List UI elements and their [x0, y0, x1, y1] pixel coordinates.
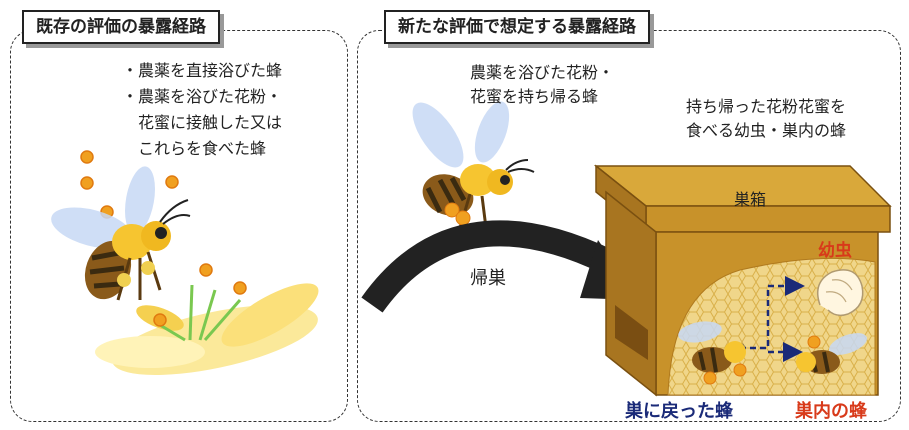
bee-icon-inhive — [796, 333, 868, 374]
flower-icon — [95, 283, 319, 376]
bee-icon-returned — [678, 321, 747, 385]
left-panel-title: 既存の評価の暴露経路 — [22, 10, 220, 44]
return-label: 帰巣 — [470, 268, 506, 289]
forager-line-2: 花蜜を持ち帰る蜂 — [470, 87, 599, 106]
bee-icon-forager — [412, 101, 535, 229]
existing-exposure-line-2: ・農薬を浴びた花粉・ — [122, 87, 283, 106]
inhive-line-1: 持ち帰った花粉花蜜を — [686, 97, 847, 116]
right-panel-title: 新たな評価で想定する暴露経路 — [384, 10, 650, 44]
existing-exposure-line-1: ・農薬を直接浴びた蜂 — [122, 61, 283, 80]
existing-exposure-line-4: これらを食べた蜂 — [138, 139, 267, 158]
forager-line-1: 農薬を浴びた花粉・ — [470, 63, 615, 82]
in-hive-flow-arrows — [740, 276, 805, 362]
hive-label: 巣箱 — [734, 190, 767, 209]
larva-icon — [817, 269, 864, 317]
existing-exposure-line-3: 花蜜に接触した又は — [138, 113, 283, 132]
larva-label: 幼虫 — [818, 241, 852, 261]
returned-bee-label: 巣に戻った蜂 — [625, 401, 733, 422]
bee-icon-left — [51, 166, 191, 301]
inhive-bee-label: 巣内の蜂 — [795, 401, 867, 422]
return-arrow — [361, 220, 640, 313]
inhive-line-2: 食べる幼虫・巣内の蜂 — [686, 121, 847, 140]
pollen-dots-left — [80, 150, 247, 327]
